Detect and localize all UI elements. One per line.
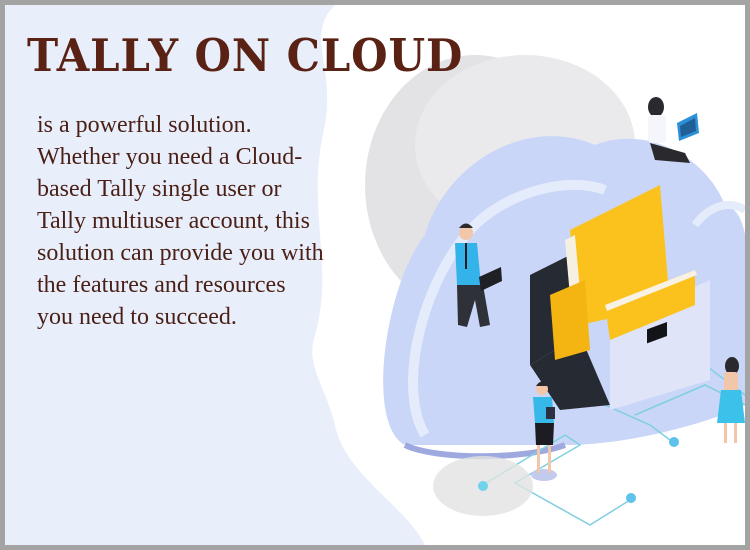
man-with-laptop [455,223,502,327]
description-line: Tally multiuser account, this [37,208,310,234]
description-line: solution can provide you with [37,240,324,266]
headline: TALLY ON CLOUD [27,29,464,82]
banner: TALLY ON CLOUD is a powerful solution. W… [5,5,745,545]
woman-in-dress [717,357,745,443]
woman-with-laptop [648,97,699,163]
woman-with-tablet [531,381,557,481]
description-line: Whether you need a Cloud- [37,144,303,170]
cloud-storage-illustration [312,5,745,545]
file-drawer [530,185,710,410]
description-line: is a powerful solution. [37,112,252,138]
description-line: the features and resources [37,272,286,298]
description: is a powerful solution. Whether you need… [37,109,417,333]
description-line: you need to succeed. [37,304,237,330]
description-line: based Tally single user or [37,176,282,202]
